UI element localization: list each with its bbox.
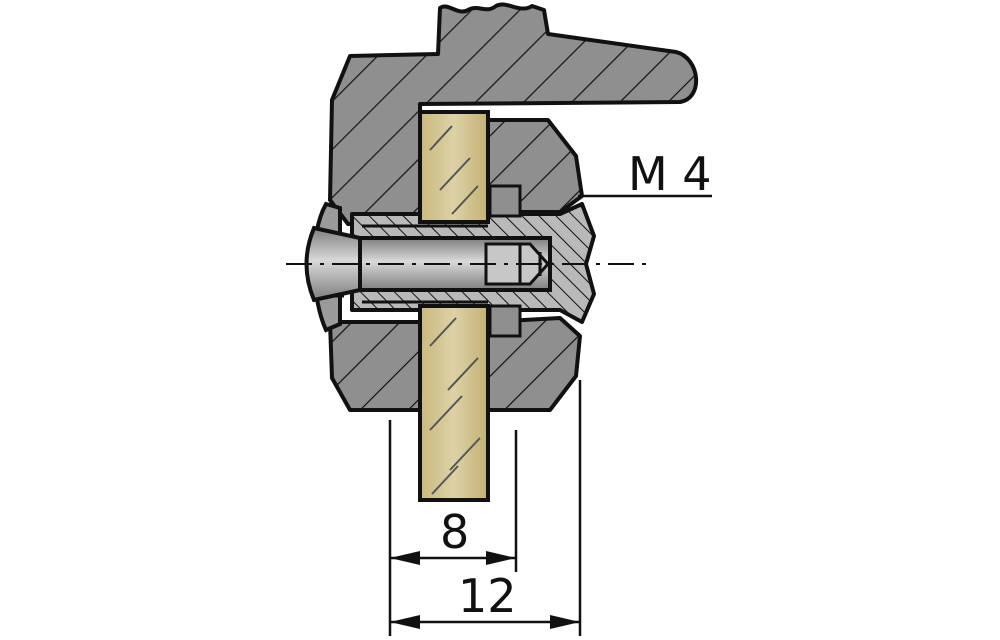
panel-notches bbox=[488, 184, 522, 338]
dimension-12: 12 bbox=[390, 569, 580, 629]
upper-clamp-body bbox=[328, 2, 698, 226]
extension-lines bbox=[388, 380, 582, 636]
dimension-inner-label: 8 bbox=[440, 505, 469, 559]
thread-callout: M 4 bbox=[578, 147, 712, 201]
lower-clamp-body bbox=[328, 316, 582, 412]
thread-label: M 4 bbox=[628, 147, 712, 201]
panel-board bbox=[418, 110, 490, 502]
dimension-outer-label: 12 bbox=[458, 569, 517, 623]
dimension-8: 8 bbox=[390, 505, 516, 565]
